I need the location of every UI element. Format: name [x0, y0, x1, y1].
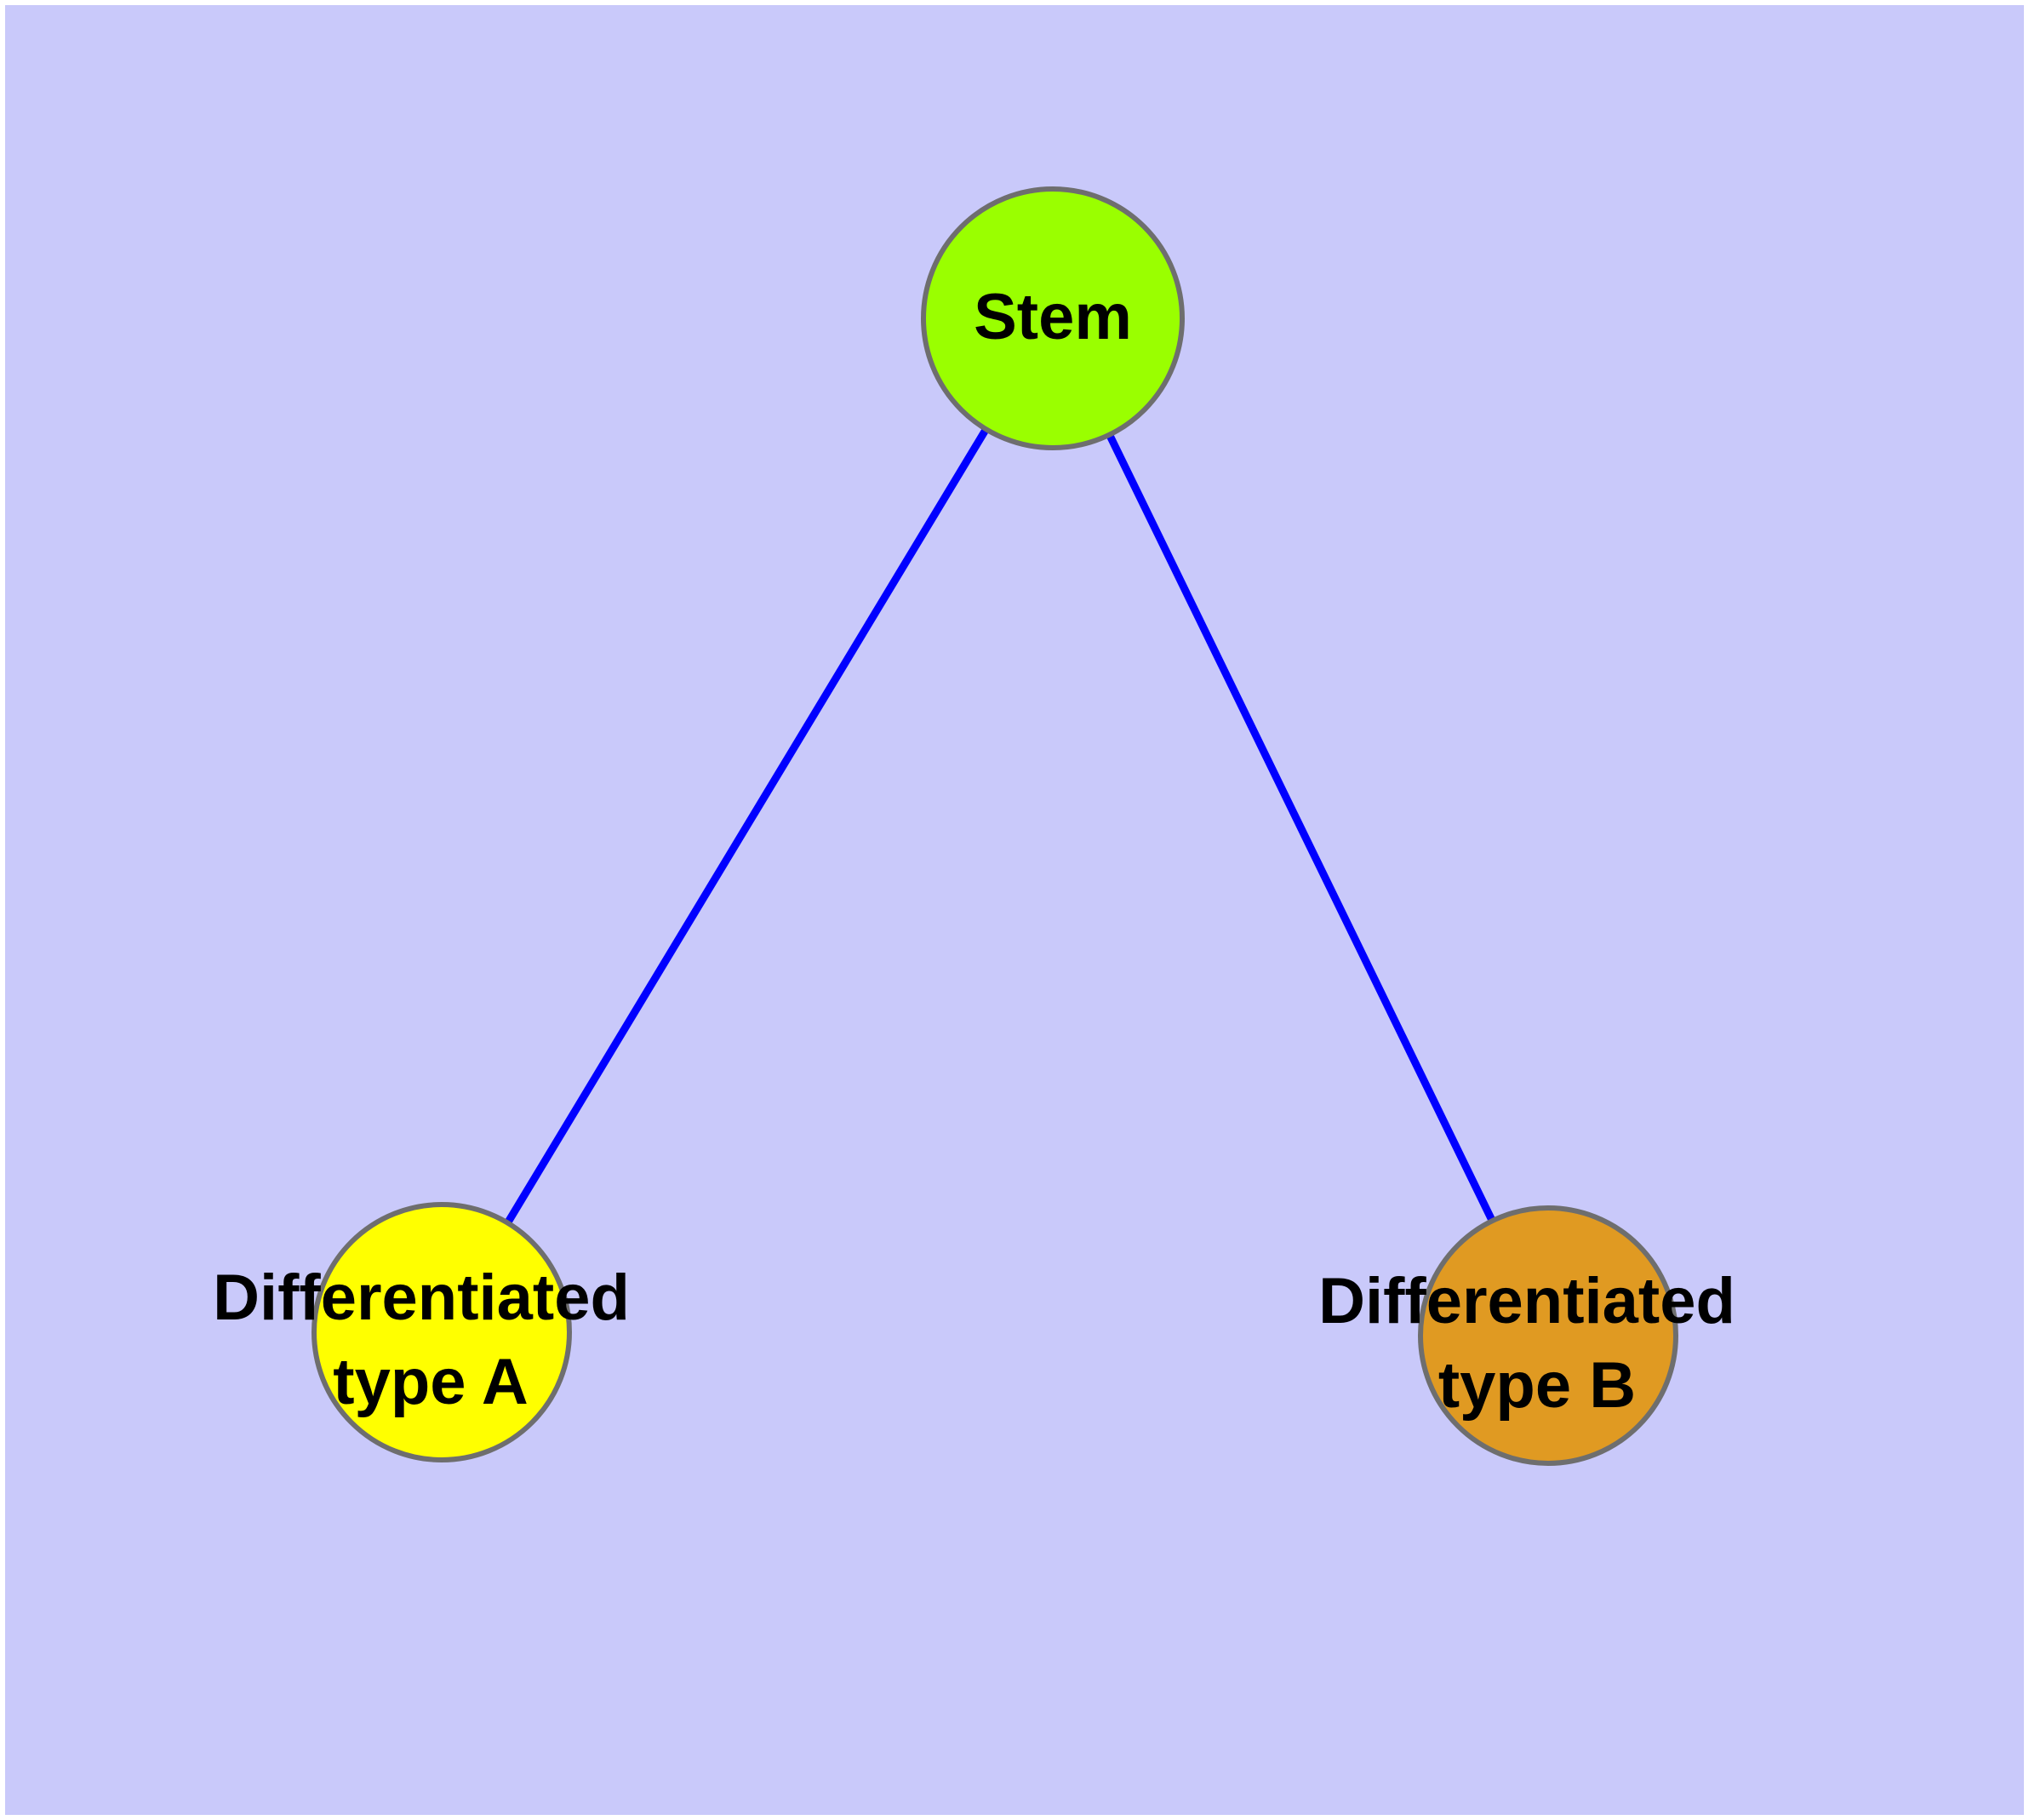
- edge-stem-to-differentiated-type-a[interactable]: [438, 316, 1056, 1335]
- node-stem-circle[interactable]: [921, 186, 1185, 450]
- node-differentiated-type-a[interactable]: [311, 1202, 572, 1462]
- node-differentiated-type-a-label-line2: type A: [333, 1346, 528, 1418]
- node-stem[interactable]: [921, 186, 1185, 450]
- node-differentiated-type-b-label-line1: Differentiated: [1318, 1265, 1735, 1337]
- edges-layer: [438, 316, 1552, 1337]
- node-differentiated-type-b[interactable]: [1418, 1205, 1678, 1466]
- edge-stem-to-differentiated-type-b[interactable]: [1049, 317, 1552, 1337]
- nodes-layer: [311, 186, 1678, 1466]
- labels-layer: Stem Differentiated type A Differentiate…: [213, 281, 1735, 1422]
- node-differentiated-type-a-circle[interactable]: [311, 1202, 572, 1462]
- node-differentiated-type-b-circle[interactable]: [1418, 1205, 1678, 1466]
- node-stem-label: Stem: [974, 281, 1132, 353]
- node-differentiated-type-b-label-line2: type B: [1438, 1349, 1636, 1422]
- node-differentiated-type-a-label-line1: Differentiated: [213, 1262, 630, 1334]
